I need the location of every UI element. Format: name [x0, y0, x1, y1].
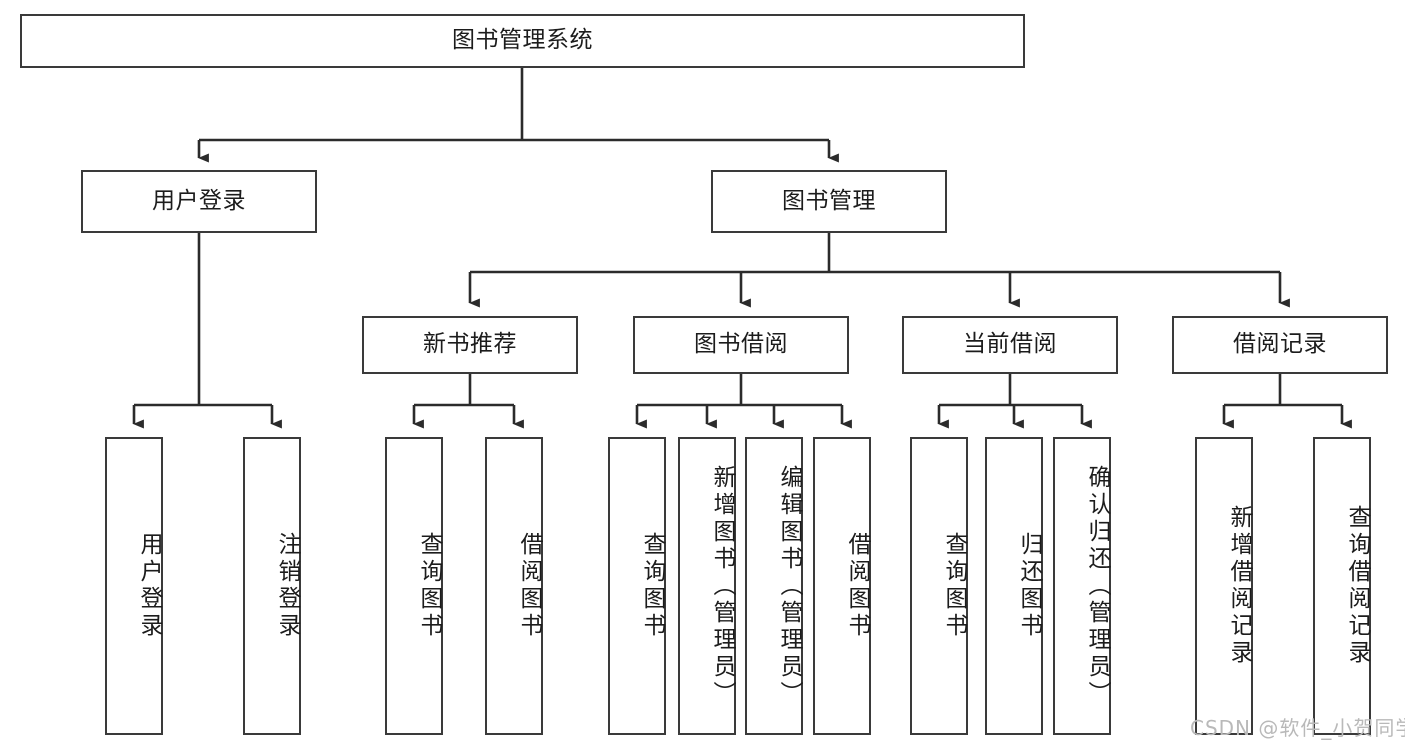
node-current-borrow[interactable]: 当前借阅 — [902, 316, 1118, 374]
node-leaf-add-book[interactable]: 新增图书（管理员） — [678, 437, 736, 735]
node-leaf-return-book-label: 归还图书 — [1016, 532, 1042, 640]
node-leaf-user-login-label: 用户登录 — [136, 532, 162, 640]
node-leaf-borrow-book-2[interactable]: 借阅图书 — [813, 437, 871, 735]
node-leaf-borrow-book-1-label: 借阅图书 — [516, 532, 542, 640]
node-root-label: 图书管理系统 — [452, 27, 593, 54]
node-borrow-record-label: 借阅记录 — [1233, 331, 1327, 358]
node-leaf-query-book-2-label: 查询图书 — [639, 532, 665, 640]
node-leaf-borrow-book-1[interactable]: 借阅图书 — [485, 437, 543, 735]
node-leaf-query-book-1[interactable]: 查询图书 — [385, 437, 443, 735]
node-new-book-recommend[interactable]: 新书推荐 — [362, 316, 578, 374]
node-leaf-edit-book[interactable]: 编辑图书（管理员） — [745, 437, 803, 735]
csdn-watermark: CSDN @软件_小贺同学 — [1190, 716, 1405, 740]
node-current-borrow-label: 当前借阅 — [963, 331, 1057, 358]
node-leaf-add-record[interactable]: 新增借阅记录 — [1195, 437, 1253, 735]
node-leaf-query-record[interactable]: 查询借阅记录 — [1313, 437, 1371, 735]
node-new-book-recommend-label: 新书推荐 — [423, 331, 517, 358]
node-leaf-logout-label: 注销登录 — [274, 532, 300, 640]
node-leaf-query-book-3[interactable]: 查询图书 — [910, 437, 968, 735]
node-user-login[interactable]: 用户登录 — [81, 170, 317, 233]
node-root[interactable]: 图书管理系统 — [20, 14, 1025, 68]
node-leaf-query-record-label: 查询借阅记录 — [1344, 505, 1370, 667]
node-leaf-query-book-2[interactable]: 查询图书 — [608, 437, 666, 735]
node-book-manage-label: 图书管理 — [782, 187, 876, 214]
node-user-login-label: 用户登录 — [152, 187, 246, 214]
node-leaf-query-book-3-label: 查询图书 — [941, 532, 967, 640]
node-book-manage[interactable]: 图书管理 — [711, 170, 947, 233]
node-leaf-confirm-return-label: 确认归还（管理员） — [1084, 464, 1110, 708]
node-leaf-logout[interactable]: 注销登录 — [243, 437, 301, 735]
node-leaf-add-record-label: 新增借阅记录 — [1226, 505, 1252, 667]
node-borrow-record[interactable]: 借阅记录 — [1172, 316, 1388, 374]
node-leaf-return-book[interactable]: 归还图书 — [985, 437, 1043, 735]
node-leaf-confirm-return[interactable]: 确认归还（管理员） — [1053, 437, 1111, 735]
node-leaf-borrow-book-2-label: 借阅图书 — [844, 532, 870, 640]
node-book-borrow-label: 图书借阅 — [694, 331, 788, 358]
node-leaf-user-login[interactable]: 用户登录 — [105, 437, 163, 735]
node-leaf-query-book-1-label: 查询图书 — [416, 532, 442, 640]
node-leaf-add-book-label: 新增图书（管理员） — [709, 464, 735, 708]
node-leaf-edit-book-label: 编辑图书（管理员） — [776, 464, 802, 708]
node-book-borrow[interactable]: 图书借阅 — [633, 316, 849, 374]
